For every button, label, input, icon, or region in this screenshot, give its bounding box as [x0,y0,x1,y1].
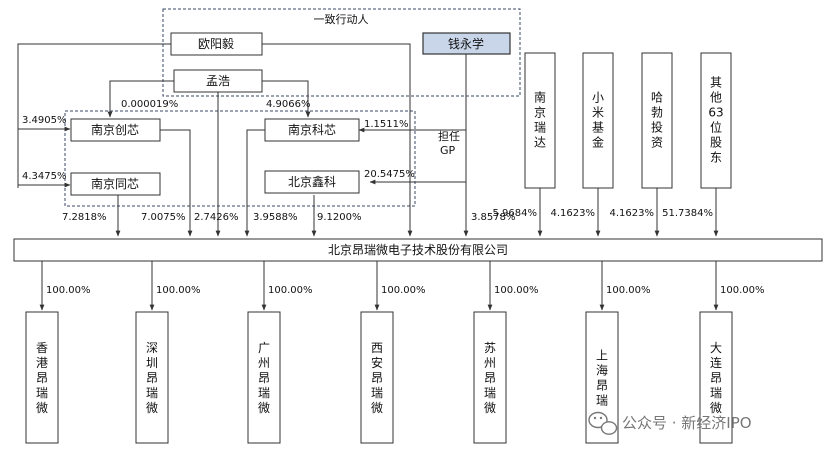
node-holder-0-label: 南京瑞达 [534,90,546,150]
gp-label-line2: GP [440,144,456,157]
node-ouyang-label: 欧阳毅 [198,36,234,51]
pct-ouyang-tongxin: 4.3475% [22,171,67,182]
pct-subsidiary-2: 100.00% [268,285,313,296]
edge-ouyang-company [262,43,413,237]
edge-chuangxin-company [160,129,193,237]
node-qian-label: 钱永学 [448,36,484,51]
node-nj-kexin [264,118,360,142]
pct-qian-xinke: 20.5475% [364,169,415,180]
pct-xinke-company: 9.1200% [317,212,362,223]
pct-subsidiary-5: 100.00% [606,285,651,296]
pct-qian-company: 3.8578% [471,212,516,223]
edge-kexin-company [244,129,265,237]
pct-menghao-chuangxin: 0.000019% [121,99,178,110]
node-nj-chuangxin [70,118,161,142]
node-subsidiary-3 [360,311,394,444]
gp-label-line1: 担任 [438,129,460,143]
node-ouyang [170,32,263,56]
node-nj-tongxin [70,172,161,196]
node-holder-2 [641,52,673,189]
node-nj-tongxin-label: 南京同芯 [91,176,139,191]
node-subsidiary-0 [25,311,59,444]
pct-subsidiary-3: 100.00% [381,285,426,296]
node-subsidiary-1-label: 深圳昂瑞微 [146,341,158,415]
node-bj-xinke-label: 北京鑫科 [288,174,336,189]
edge-menghao-chuangxin [107,80,174,118]
node-subsidiary-2 [247,311,281,444]
pct-holder-3: 51.7384% [662,208,713,219]
holding-entities-group [64,110,416,207]
node-holder-1 [582,52,614,189]
pct-chuangxin-company: 7.0075% [141,212,186,223]
node-menghao [173,69,263,93]
node-subsidiary-5 [585,311,619,444]
node-subsidiary-2-label: 广州昂瑞微 [258,341,270,415]
node-subsidiary-4-label: 苏州昂瑞微 [484,341,496,415]
node-subsidiary-3-label: 西安昂瑞微 [371,341,383,415]
concert-parties-label: 一致行动人 [314,12,369,26]
node-qian [422,32,511,55]
wechat-icon [588,411,618,435]
node-company [13,238,823,262]
edge-menghao-kexin [262,80,311,118]
pct-holder-0: 5.9684% [493,208,538,219]
pct-qian-kexin: 1.1511% [364,119,409,130]
pct-kexin-company: 3.9588% [253,212,298,223]
node-menghao-label: 孟浩 [206,74,230,88]
pct-ouyang-chuangxin: 3.4905% [22,115,67,126]
node-subsidiary-6 [699,311,733,444]
connectors [17,43,719,311]
pct-subsidiary-4: 100.00% [494,285,539,296]
node-holder-0 [524,52,556,189]
node-holder-1-label: 小米基金 [592,91,604,150]
node-subsidiary-1 [135,311,169,444]
watermark: 公众号 · 新经济IPO [588,411,752,435]
pct-menghao-company: 2.7426% [194,212,239,223]
concert-parties-group [162,8,521,97]
watermark-text: 公众号 · 新经济IPO [622,414,752,432]
pct-tongxin-company: 7.2818% [62,212,107,223]
node-nj-chuangxin-label: 南京创芯 [91,122,139,137]
pct-subsidiary-0: 100.00% [46,285,91,296]
node-subsidiary-0-label: 香港昂瑞微 [36,341,48,415]
node-company-label: 北京昂瑞微电子技术股份有限公司 [328,243,508,257]
node-holder-2-label: 哈勃投资 [651,91,663,150]
pct-subsidiary-1: 100.00% [156,285,201,296]
node-subsidiary-5-label: 上海昂瑞 [596,349,608,408]
edge-ouyang-trunk [17,43,171,188]
node-subsidiary-6-label: 大连昂瑞微 [710,341,722,415]
node-bj-xinke [264,170,360,194]
node-subsidiary-4 [473,311,507,444]
node-holder-3 [700,52,732,189]
pct-holder-2: 4.1623% [610,208,655,219]
subsidiaries: 香港昂瑞微 100.00% 深圳昂瑞微 100.00% 广州昂瑞微 100.00% 西安昂瑞… [25,285,765,444]
pct-menghao-kexin: 4.9066% [266,99,311,110]
pct-holder-1: 4.1623% [551,208,596,219]
pct-subsidiary-6: 100.00% [720,285,765,296]
node-nj-kexin-label: 南京科芯 [288,122,336,137]
